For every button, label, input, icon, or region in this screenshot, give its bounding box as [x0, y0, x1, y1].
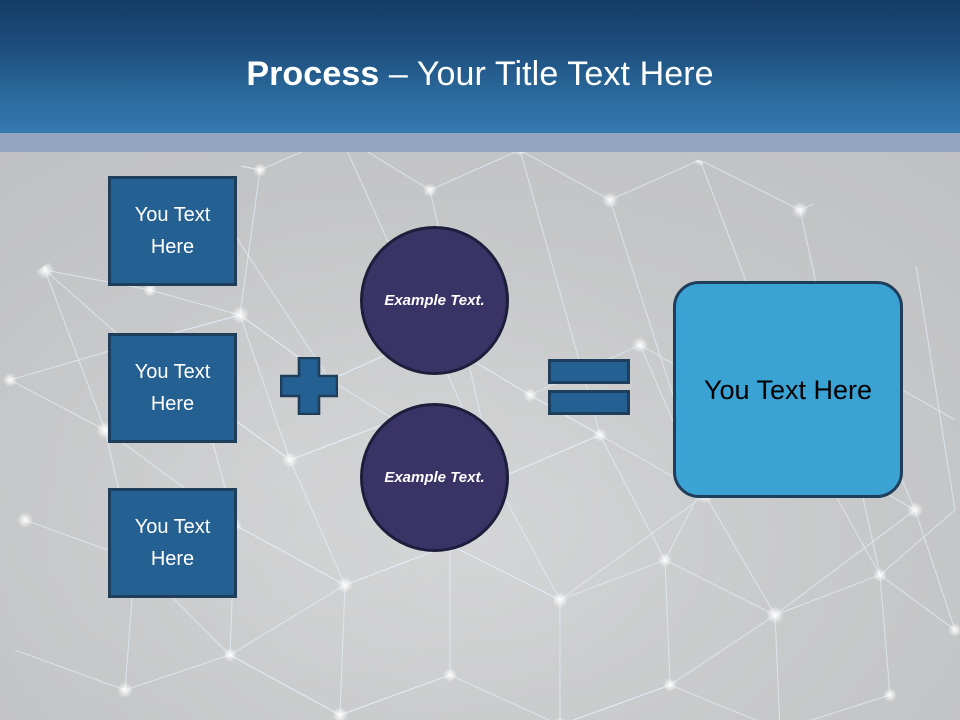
- input-box-1-label: You Text Here: [134, 204, 211, 258]
- equals-sign-icon: [548, 359, 630, 415]
- slide-header-band: [0, 0, 960, 133]
- slide-header-accent-strip: [0, 133, 960, 152]
- example-circle-1-label: Example Text.: [384, 291, 485, 309]
- example-circle-1[interactable]: Example Text.: [360, 226, 509, 375]
- result-box[interactable]: You Text Here: [673, 281, 903, 498]
- input-box-2-label: You Text Here: [134, 361, 211, 415]
- input-box-3-label: You Text Here: [134, 516, 211, 570]
- input-box-3[interactable]: You Text Here: [108, 488, 237, 598]
- input-box-2[interactable]: You Text Here: [108, 333, 237, 443]
- equals-bar-bottom: [548, 390, 630, 415]
- example-circle-2-label: Example Text.: [384, 468, 485, 486]
- equals-bar-top: [548, 359, 630, 384]
- example-circle-2[interactable]: Example Text.: [360, 403, 509, 552]
- page-title: Process – Your Title Text Here: [0, 52, 960, 96]
- page-title-rest: – Your Title Text Here: [379, 55, 714, 93]
- input-box-1[interactable]: You Text Here: [108, 176, 237, 286]
- plus-sign-icon: [280, 357, 338, 415]
- result-box-label: You Text Here: [703, 374, 873, 405]
- page-title-bold: Process: [246, 55, 380, 93]
